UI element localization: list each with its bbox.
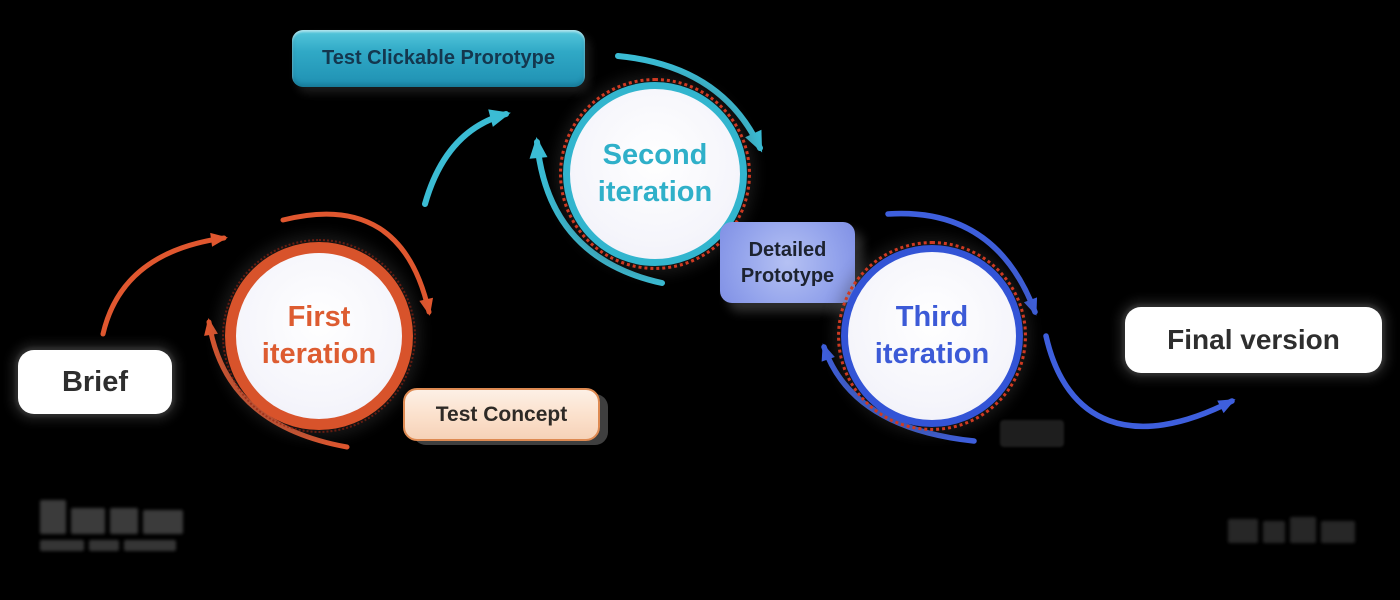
tag-detailed-prototype-label: Detailed Prototype	[740, 238, 835, 287]
watermark-right-logo	[1228, 517, 1355, 543]
arrow-brief-to-first	[100, 232, 228, 337]
stage-second-iteration-label: Second iteration	[597, 138, 713, 208]
watermark-left-line2	[40, 540, 183, 551]
watermark-left-line1	[40, 500, 183, 534]
watermark-right-line1	[1228, 517, 1355, 543]
stage-second-iteration-circle: Second iteration	[559, 78, 751, 270]
tag-test-clickable-prototype-label: Test Clickable Prorotype	[321, 47, 556, 69]
stage-first-iteration-label: First iteration	[261, 300, 377, 370]
stage-final-version-label: Final version	[1167, 324, 1340, 355]
watermark-left-logo	[40, 500, 183, 551]
tag-test-concept-label: Test Concept	[435, 402, 568, 426]
tag-test-clickable-prototype: Test Clickable Prorotype	[292, 30, 585, 87]
stage-first-iteration-circle: First iteration	[222, 239, 416, 433]
tag-detailed-prototype: Detailed Prototype	[720, 222, 855, 303]
ink-smudge	[1000, 420, 1064, 447]
stage-final-version-card: Final version	[1125, 307, 1382, 373]
tag-test-concept: Test Concept	[403, 388, 600, 441]
stage-third-iteration-label: Third iteration	[874, 300, 990, 370]
stage-third-iteration-circle: Third iteration	[837, 241, 1027, 431]
stage-brief-label: Brief	[61, 365, 129, 398]
arrow-first-to-second	[422, 109, 511, 207]
stage-brief-card: Brief	[18, 350, 172, 414]
